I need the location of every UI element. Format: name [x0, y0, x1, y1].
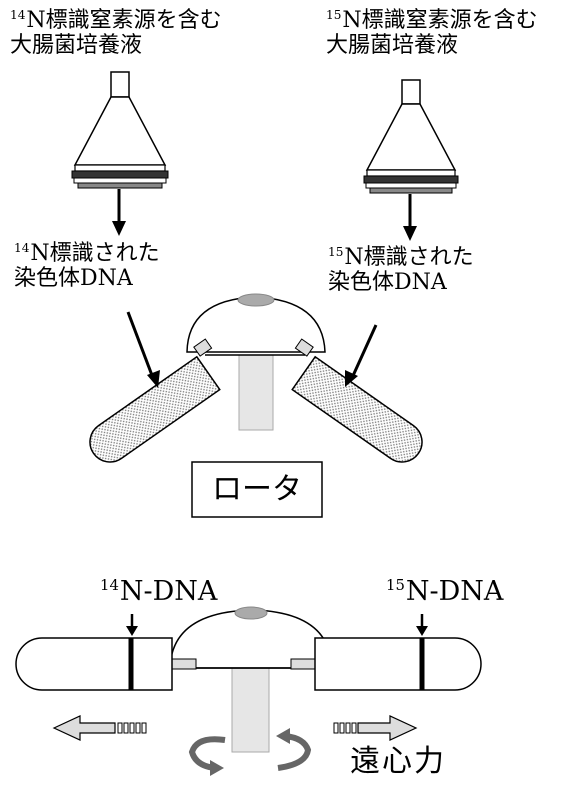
tube-bottom-left: [15, 637, 173, 691]
centrifugal-force-label: 遠心力: [350, 744, 446, 779]
dna-line1: N標識された: [344, 245, 474, 270]
culture-label-14n: 14N標識窒素源を含む 大腸菌培養液: [10, 8, 222, 59]
band-label-14n: 14N-DNA: [100, 576, 217, 607]
force-arrow-left: [52, 715, 147, 741]
band-pointer-14n: [126, 614, 138, 636]
dna-label-14n: 14N標識された 染色体DNA: [14, 241, 160, 292]
isotope-mass-15: 15: [326, 7, 342, 22]
band-pointer-15n: [416, 614, 428, 636]
culture-line2: 大腸菌培養液: [326, 33, 459, 59]
dna-label-15n: 15N標識された 染色体DNA: [328, 245, 474, 296]
culture-line2: 大腸菌培養液: [10, 33, 143, 59]
force-arrow-right: [333, 715, 418, 741]
tube-top-left: [89, 355, 221, 463]
dna-line1: N標識された: [30, 241, 160, 266]
isotope-mass-14: 14: [100, 575, 119, 594]
dna-line2: 染色体DNA: [328, 270, 447, 296]
isotope-mass-14: 14: [10, 7, 26, 22]
dna-pointer-15n: [345, 324, 378, 387]
culture-label-15n: 15N標識窒素源を含む 大腸菌培養液: [326, 8, 538, 59]
rotor-label-box: [191, 461, 323, 518]
isotope-mass-14: 14: [14, 240, 30, 255]
culture-flask-14n: [71, 71, 169, 189]
dna-pointer-14n: [126, 311, 160, 388]
dna-line2: 染色体DNA: [14, 266, 133, 292]
flask-arrow-14n: [112, 189, 126, 236]
band-label-15n: 15N-DNA: [386, 576, 503, 607]
tube-top-right: [291, 355, 423, 463]
band-label-text: N-DNA: [119, 576, 218, 607]
band-label-text: N-DNA: [405, 576, 504, 607]
rotor-top: [186, 293, 326, 431]
rotation-arrow: [188, 728, 312, 776]
tube-bottom-right: [314, 637, 482, 691]
rotor-label: ロータ: [212, 472, 302, 507]
culture-line1: N標識窒素源を含む: [26, 8, 222, 33]
culture-line1: N標識窒素源を含む: [342, 8, 538, 33]
isotope-mass-15: 15: [386, 575, 405, 594]
isotope-mass-15: 15: [328, 244, 344, 259]
flask-arrow-15n: [403, 194, 417, 241]
rotor-bottom: [169, 606, 333, 753]
culture-flask-15n: [363, 79, 459, 194]
